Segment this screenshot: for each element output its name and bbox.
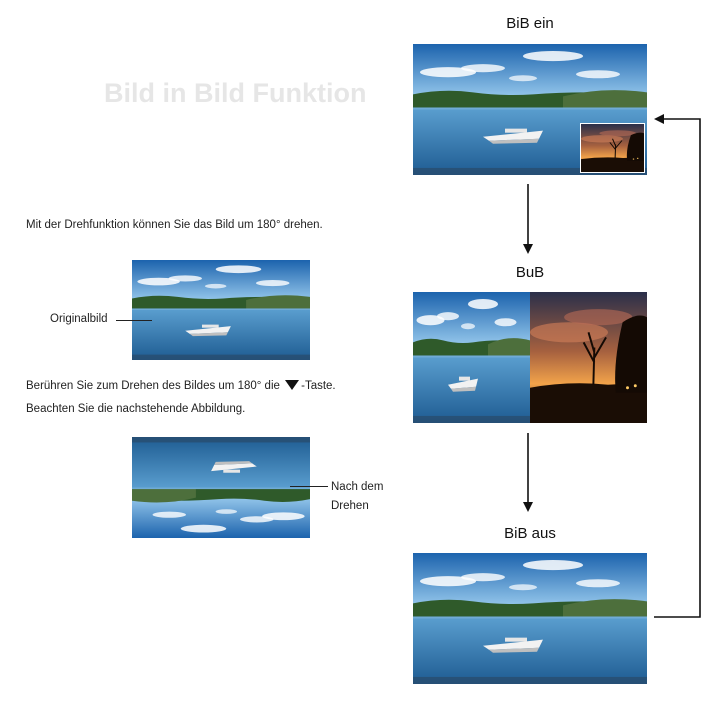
mode-label-pip-off: BiB aus — [504, 525, 556, 542]
rotated-label-leader-line — [290, 486, 328, 487]
rotated-image-label-line2: Drehen — [331, 500, 369, 512]
page-title: Bild in Bild Funktion — [104, 78, 367, 108]
mode-label-pap: BuB — [515, 264, 545, 281]
rotate-instruction: Berühren Sie zum Drehen des Bildes um 18… — [26, 380, 336, 392]
original-label-leader-line — [116, 320, 152, 321]
original-image-label: Originalbild — [50, 313, 108, 325]
rotate-instruction-line2: Beachten Sie die nachstehende Abbildung. — [26, 403, 246, 415]
down-triangle-icon — [285, 380, 300, 390]
rotate-intro-text: Mit der Drehfunktion können Sie das Bild… — [26, 219, 323, 231]
arrow-pip-off-to-pip-on — [654, 114, 701, 618]
mode-label-pip-on: BiB ein — [506, 15, 554, 32]
pip-on-image — [413, 44, 647, 175]
rotated-image-label-line1: Nach dem — [331, 481, 384, 493]
